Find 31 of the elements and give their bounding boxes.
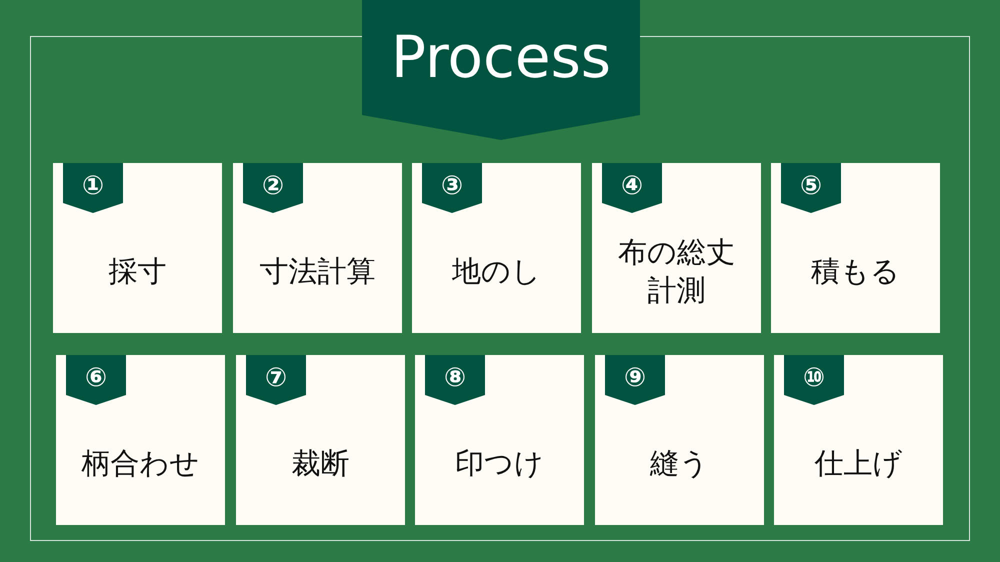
step-label: 地のし — [452, 253, 541, 290]
step-card — [233, 163, 402, 333]
step-label: 採寸 — [108, 253, 166, 290]
step-label: 柄合わせ — [82, 445, 200, 482]
step-label: 裁断 — [292, 445, 350, 482]
step-number-badge: ⑩ — [784, 355, 844, 405]
step-card — [53, 163, 222, 333]
step-number-badge: ⑨ — [605, 355, 665, 405]
step-card — [595, 355, 764, 525]
step-card — [415, 355, 584, 525]
step-card — [236, 355, 405, 525]
step-number-badge: ④ — [602, 163, 662, 213]
step-label: 縫う — [650, 445, 709, 482]
step-number-badge: ① — [63, 163, 123, 213]
step-card — [774, 355, 943, 525]
step-label: 仕上げ — [814, 445, 902, 482]
step-number-badge: ⑤ — [781, 163, 841, 213]
title: Process — [390, 22, 612, 92]
step-label: 印つけ — [455, 445, 544, 482]
step-number-badge: ③ — [422, 163, 482, 213]
step-number-badge: ⑦ — [246, 355, 306, 405]
step-card — [412, 163, 581, 333]
step-number-badge: ⑥ — [66, 355, 126, 405]
step-label: 寸法計算 — [260, 253, 376, 290]
step-card — [56, 355, 225, 525]
step-card — [592, 163, 761, 333]
step-label: 積もる — [811, 253, 900, 290]
step-card — [771, 163, 940, 333]
step-label: 布の総丈計測 — [617, 234, 736, 309]
step-number-badge: ② — [243, 163, 303, 213]
step-number-badge: ⑧ — [425, 355, 485, 405]
